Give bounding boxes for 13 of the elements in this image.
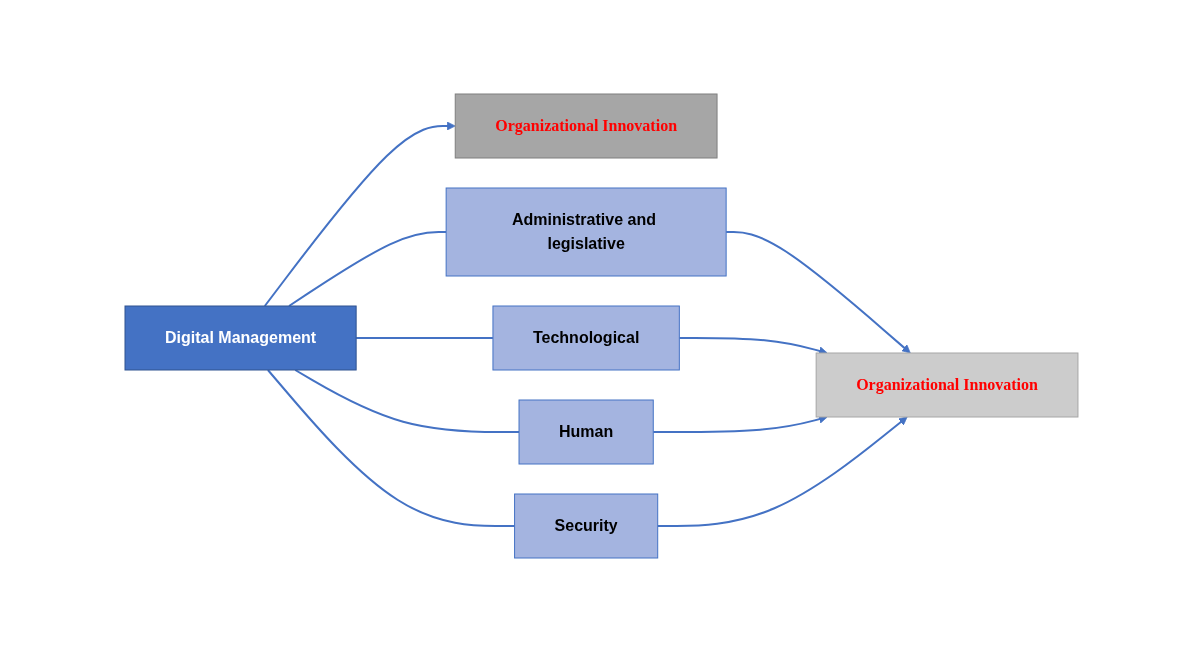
connector bbox=[354, 337, 494, 339]
node-box: Security bbox=[513, 493, 658, 559]
connector bbox=[266, 369, 516, 527]
node-box: Technological bbox=[491, 305, 680, 371]
connector bbox=[287, 231, 447, 307]
node-box: Human bbox=[518, 399, 654, 465]
node-box: Organizational Innovation bbox=[815, 352, 1078, 418]
node-box: Digital Management bbox=[124, 305, 357, 371]
node-box: Administrative and legislative bbox=[445, 187, 727, 277]
arrow bbox=[724, 231, 911, 354]
arrow bbox=[656, 416, 908, 527]
arrow bbox=[263, 121, 456, 307]
node-box: Organizational Innovation bbox=[454, 93, 718, 159]
